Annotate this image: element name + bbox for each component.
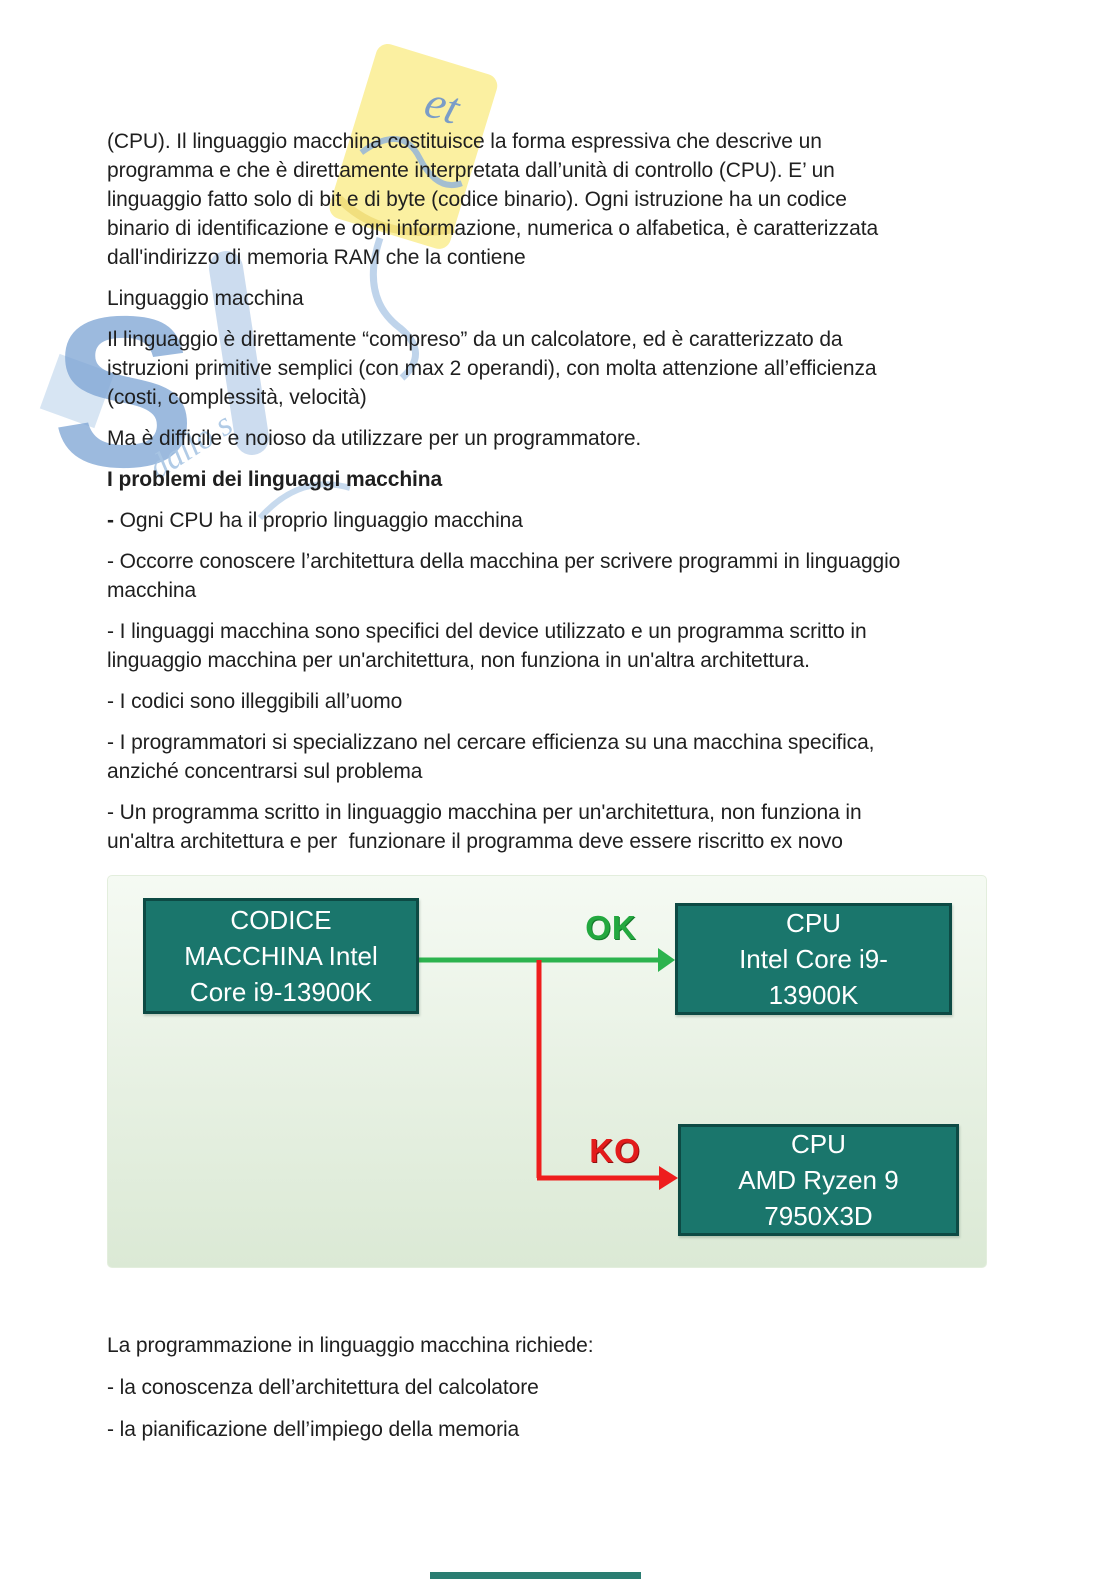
next-page-box-edge	[430, 1572, 641, 1579]
footer-item-memoria: - la pianificazione dell’impiego della m…	[107, 1418, 520, 1441]
bullet-programmatori: - I programmatori si specializzano nel c…	[107, 731, 875, 783]
document-body: (CPU). Il linguaggio macchina costituisc…	[107, 127, 1037, 868]
paragraph-compreso: Il linguaggio è direttamente “compreso” …	[107, 328, 877, 409]
bullet-dash: -	[107, 509, 114, 532]
footer-item-architettura: - la conoscenza dell’architettura del ca…	[107, 1376, 539, 1399]
watermark-diamond	[39, 353, 115, 429]
ko-edge-label: KO	[589, 1132, 641, 1169]
ok-edge-label: OK	[585, 909, 637, 946]
paragraph-label-linguaggio: Linguaggio macchina	[107, 287, 304, 310]
bullet-codici: - I codici sono illeggibili all’uomo	[107, 690, 403, 713]
paragraph-difficile: Ma è difficile e noioso da utilizzare pe…	[107, 427, 642, 450]
bullet-ogni-cpu: - Ogni CPU ha il proprio linguaggio macc…	[107, 506, 1037, 535]
paragraph-intro: (CPU). Il linguaggio macchina costituisc…	[107, 130, 879, 269]
red-arrow-head	[659, 1166, 678, 1190]
bullet-text: Ogni CPU ha il proprio linguaggio macchi…	[113, 509, 523, 532]
footer-intro: La programmazione in linguaggio macchina…	[107, 1334, 594, 1357]
heading-problemi: I problemi dei linguaggi macchina	[107, 468, 443, 491]
bullet-exnovo: - Un programma scritto in linguaggio mac…	[107, 801, 862, 853]
green-arrow-head	[658, 948, 675, 972]
watermark-note-script: et	[419, 75, 467, 134]
bullet-occorre: - Occorre conoscere l’architettura della…	[107, 550, 901, 602]
bullet-specifici: - I linguaggi macchina sono specifici de…	[107, 620, 867, 672]
diagram-arrows	[419, 948, 678, 1190]
footer-section: La programmazione in linguaggio macchina…	[107, 1331, 1037, 1457]
